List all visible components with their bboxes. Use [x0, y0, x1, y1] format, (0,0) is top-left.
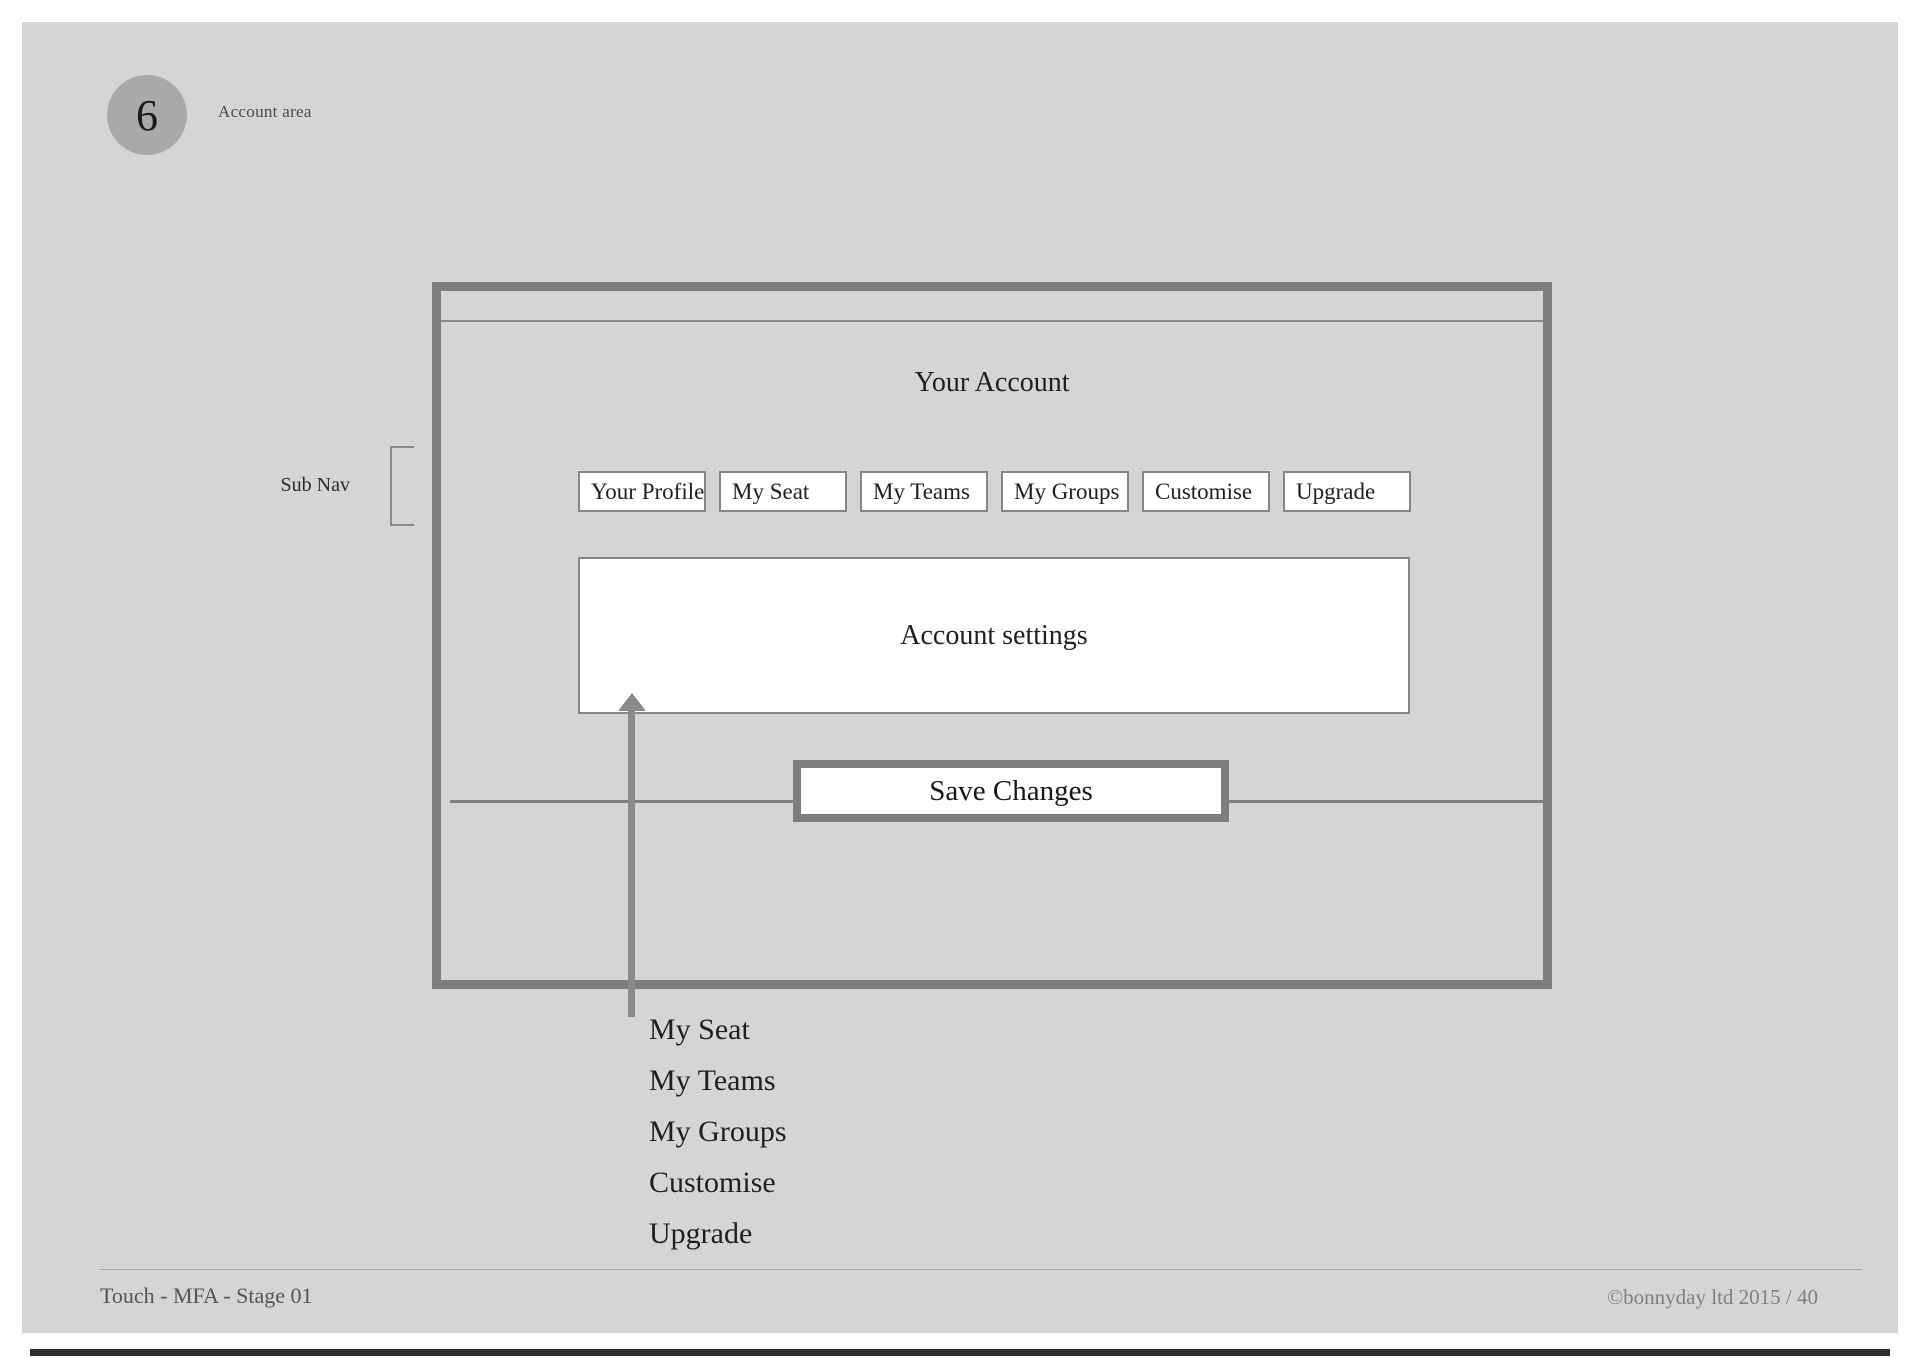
screen-title: Your Account: [914, 367, 1070, 398]
sub-nav-tab-customise[interactable]: Customise: [1142, 471, 1270, 512]
flow-list: My Seat My Teams My Groups Customise Upg…: [649, 1004, 787, 1259]
flow-item-upgrade: Upgrade: [649, 1216, 753, 1250]
slide-section-title: Account area: [218, 102, 312, 121]
flow-item-my-groups: My Groups: [649, 1114, 787, 1148]
arrow-up-icon: [618, 693, 646, 711]
sub-nav-tab-my-seat[interactable]: My Seat: [719, 471, 847, 512]
footer-divider: [100, 1269, 1862, 1270]
wireframe-screen: Your Account Your Profile My Seat My Tea…: [432, 282, 1552, 989]
account-settings-label: Account settings: [900, 619, 1088, 651]
slide-number-badge: 6: [107, 75, 187, 155]
footer-copyright-page: ©bonnyday ltd 2015 / 40: [1607, 1285, 1818, 1309]
flow-item-my-seat: My Seat: [649, 1012, 750, 1046]
arrow-annotation-line: [628, 710, 635, 1017]
save-changes-button[interactable]: Save Changes: [793, 760, 1229, 822]
sub-nav-tab-my-teams[interactable]: My Teams: [860, 471, 988, 512]
sub-nav-tab-my-groups[interactable]: My Groups: [1001, 471, 1129, 512]
flow-item-my-teams: My Teams: [649, 1063, 776, 1097]
flow-item-customise: Customise: [649, 1165, 776, 1199]
sub-nav-tab-upgrade[interactable]: Upgrade: [1283, 471, 1411, 512]
sub-nav-annotation-label: Sub Nav: [280, 474, 350, 496]
slide-number: 6: [136, 90, 158, 140]
save-changes-label: Save Changes: [929, 774, 1093, 807]
wireframe-header-bar: [441, 291, 1543, 322]
account-settings-panel: Account settings: [578, 557, 1410, 714]
page-bottom-edge: [30, 1349, 1890, 1356]
slide-canvas: 6 Account area Sub Nav Your Account Your…: [22, 22, 1898, 1333]
footer-project-label: Touch - MFA - Stage 01: [100, 1283, 313, 1308]
bracket-annotation: [390, 446, 414, 526]
sub-nav-tab-your-profile[interactable]: Your Profile: [578, 471, 706, 512]
sub-nav-row: Your Profile My Seat My Teams My Groups …: [578, 471, 1411, 512]
